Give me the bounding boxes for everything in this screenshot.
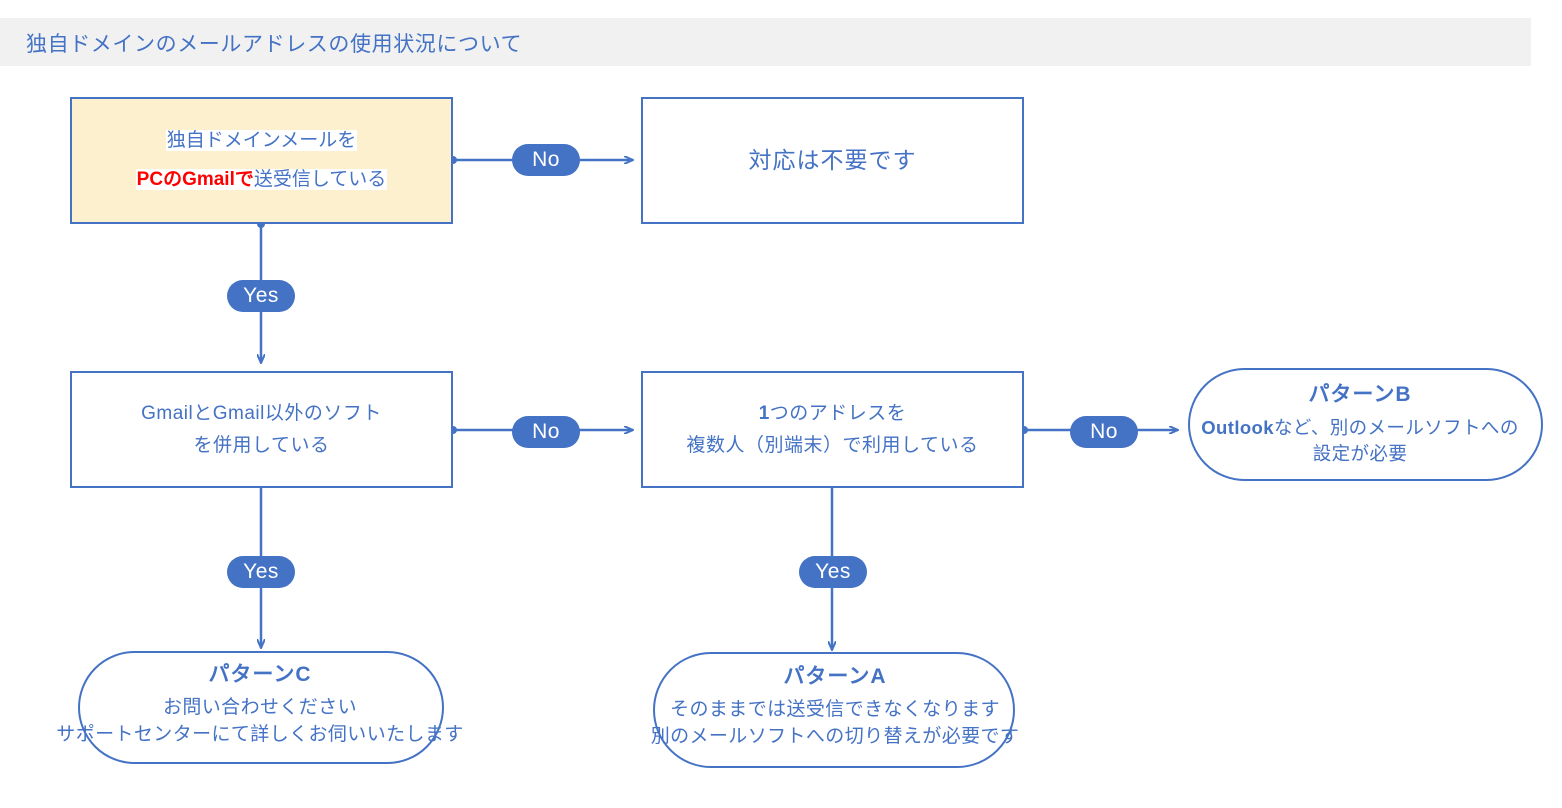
node-start-question[interactable]: 独自ドメインメールを PCのGmailで送受信している <box>70 97 453 224</box>
edge-label-shared-to-pattern-b: No <box>1070 416 1138 448</box>
page-title: 独自ドメインのメールアドレスの使用状況について <box>26 33 523 56</box>
node-pattern-a-title: パターンA <box>783 665 887 688</box>
node-no-action-label: 対応は不要です <box>748 147 917 174</box>
node-start-text: 独自ドメインメールを PCのGmailで送受信している <box>135 122 388 200</box>
node-pattern-c-title: パターンC <box>208 663 312 686</box>
edge-label-both-to-shared: No <box>512 416 580 448</box>
node-pattern-a-shape[interactable] <box>653 652 1015 768</box>
node-start-line2-rest: 送受信している <box>253 168 387 190</box>
node-pattern-a-line2: 別のメールソフトへの切り替えが必要です <box>650 725 1020 747</box>
node-pattern-c-text: パターンC お問い合わせください サポートセンターにて詳しくお伺いいたします <box>0 660 520 749</box>
node-pattern-b-line2: 設定が必要 <box>1312 443 1408 465</box>
node-shared-address-text: 1つのアドレスを 複数人（別端末）で利用している <box>687 398 979 462</box>
node-both-software-text: GmailとGmail以外のソフト を併用している <box>141 398 382 462</box>
node-pattern-b-text: パターンB Outlookなど、別のメールソフトへの 設定が必要 <box>1160 380 1560 467</box>
node-shared-line1-rest: つのアドレスを <box>769 402 907 424</box>
node-start-line2-emphasis: PCのGmailで <box>136 168 254 190</box>
node-both-line1: GmailとGmail以外のソフト <box>141 402 382 424</box>
node-both-software-question[interactable]: GmailとGmail以外のソフト を併用している <box>70 371 453 488</box>
node-both-line2: を併用している <box>193 434 330 456</box>
node-shared-address-question[interactable]: 1つのアドレスを 複数人（別端末）で利用している <box>641 371 1024 488</box>
node-pattern-a-line1: そのままでは送受信できなくなります <box>670 698 1000 720</box>
node-pattern-b-title: パターンB <box>1308 383 1412 406</box>
edge-label-start-to-both: Yes <box>227 280 295 312</box>
node-pattern-a-text: パターンA そのままでは送受信できなくなります 別のメールソフトへの切り替えが必… <box>585 662 1085 751</box>
header-band <box>0 18 1531 66</box>
node-pattern-b-line1-rest: など、別のメールソフトへの <box>1273 416 1519 438</box>
edge-label-both-to-pattern-c: Yes <box>227 556 295 588</box>
node-start-line1: 独自ドメインメールを <box>165 129 358 151</box>
node-pattern-c-shape[interactable] <box>78 651 444 764</box>
edge-label-start-to-no-action: No <box>512 144 580 176</box>
node-pattern-b-line1-bold: Outlook <box>1201 416 1274 438</box>
node-shared-line1-number: 1 <box>758 402 770 424</box>
node-pattern-c-line1: お問い合わせください <box>162 696 357 718</box>
edge-label-shared-to-pattern-a: Yes <box>799 556 867 588</box>
node-pattern-b-shape[interactable] <box>1188 368 1543 481</box>
node-no-action[interactable]: 対応は不要です <box>641 97 1024 224</box>
node-shared-line2: 複数人（別端末）で利用している <box>686 434 979 456</box>
node-pattern-c-line2: サポートセンターにて詳しくお伺いいたします <box>56 723 464 745</box>
